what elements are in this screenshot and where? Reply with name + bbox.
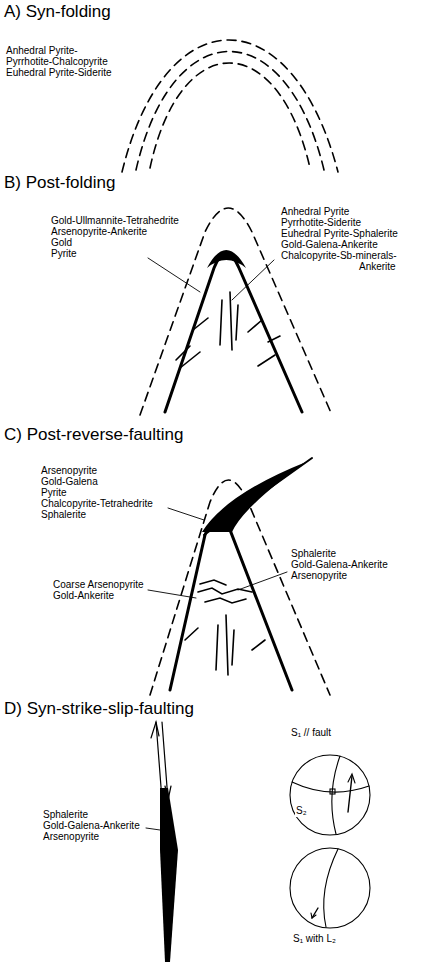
leader-line [146,828,160,830]
mineral-label: Pyrrhotite-Siderite [280,218,362,229]
mineral-label: Gold-Galena-Ankerite [42,821,141,832]
mineral-label: Anhedral Pyrite- [5,46,79,57]
panel-title: A) Syn-folding [3,3,112,22]
mineral-label: Arsenopyrite-Ankerite [50,227,148,238]
mineral-label: Gold-Galena-Ankerite [290,560,389,571]
mineral-label: Pyrrhotite-Chalcopyrite [5,57,109,68]
mineral-label: Chalcopyrite-Sb-minerals- [280,251,398,262]
panel-title: C) Post-reverse-faulting [3,426,185,445]
mineral-label: Arsenopyrite [40,466,98,477]
mineral-label: Gold-Galena [40,477,99,488]
vein-jog [160,788,178,962]
saddle-reef [202,462,306,532]
mineral-label: Coarse Arsenopyrite [52,580,145,591]
stereonet-label: S₁ with L₂ [292,934,337,945]
panel-title: B) Post-folding [3,174,117,193]
quartz-vein [165,253,302,412]
folded-layers [122,40,338,172]
vein-set [185,580,265,675]
stereonet-label: S₁ // fault [290,728,332,739]
mineral-label: Sphalerite [40,510,87,521]
stereonet [290,755,370,835]
quartz-vein [170,519,292,690]
mineral-label: Anhedral Pyrite [280,207,350,218]
saddle-reef [207,250,246,268]
mineral-label: Arsenopyrite [290,571,348,582]
mineral-label: Gold-Galena-Ankerite [280,240,379,251]
leader-line [148,508,287,598]
mineral-label: Gold-Ankerite [52,591,115,602]
mineral-label: Pyrite [50,249,78,260]
mineral-label: Pyrite [40,488,68,499]
mineral-label: Euhedral Pyrite-Sphalerite [280,229,399,240]
mineral-label: Sphalerite [290,549,337,560]
vein-set [176,292,280,368]
mineral-label: Euhedral Pyrite-Siderite [5,68,113,79]
mineral-label: Ankerite [358,262,397,273]
mineral-label: Sphalerite [42,810,89,821]
mineral-label: Chalcopyrite-Tetrahedrite [40,499,154,510]
stereonet-label: S₂ [295,806,308,817]
leader-line [148,258,274,300]
mineral-label: Arsenopyrite [42,832,100,843]
panel-title: D) Syn-strike-slip-faulting [3,700,195,719]
mineral-label: Gold-Ullmannite-Tetrahedrite [50,216,180,227]
mineral-label: Gold [50,238,73,249]
stereonet [290,848,370,928]
